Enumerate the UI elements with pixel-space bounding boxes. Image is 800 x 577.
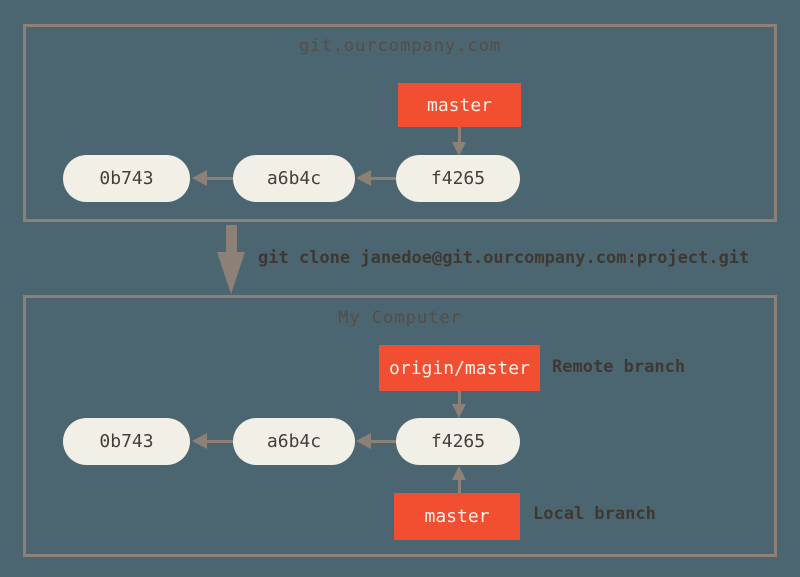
remote-branch-note: Remote branch (552, 357, 686, 377)
remote-commit-f4265: f4265 (396, 155, 520, 202)
remote-master-branch-tag: master (398, 83, 521, 127)
local-branch-note: Local branch (533, 504, 656, 524)
remote-link-arrowhead-icon (356, 170, 371, 186)
local-link-line-a6b4c-0b743 (206, 440, 233, 443)
remote-master-pointer-arrowhead-icon (452, 142, 466, 156)
clone-arrow-head-icon (217, 252, 245, 294)
remote-link-arrowhead-icon (192, 170, 207, 186)
local-master-pointer-line (458, 478, 461, 493)
clone-command-text: git clone janedoe@git.ourcompany.com:pro… (258, 248, 750, 268)
remote-link-line-a6b4c-0b743 (206, 177, 233, 180)
origin-master-pointer-line (458, 391, 461, 405)
local-commit-0b743: 0b743 (63, 418, 190, 465)
clone-arrow-shaft (226, 225, 237, 253)
remote-repo-box (23, 24, 777, 222)
local-link-arrowhead-icon (192, 433, 207, 449)
local-repo-box (23, 295, 777, 557)
local-commit-a6b4c: a6b4c (233, 418, 355, 465)
local-link-arrowhead-icon (356, 433, 371, 449)
local-repo-title: My Computer (338, 308, 462, 328)
remote-commit-a6b4c: a6b4c (233, 155, 355, 202)
local-commit-f4265: f4265 (396, 418, 520, 465)
origin-master-pointer-arrowhead-icon (452, 404, 466, 418)
remote-master-pointer-line (458, 127, 461, 145)
remote-link-line-f4265-a6b4c (370, 177, 396, 180)
origin-master-branch-tag: origin/master (379, 345, 540, 391)
remote-repo-title: git.ourcompany.com (298, 36, 502, 56)
remote-commit-0b743: 0b743 (63, 155, 190, 202)
local-master-branch-tag: master (394, 493, 520, 540)
local-master-pointer-arrowhead-icon (452, 466, 466, 480)
local-link-line-f4265-a6b4c (370, 440, 396, 443)
